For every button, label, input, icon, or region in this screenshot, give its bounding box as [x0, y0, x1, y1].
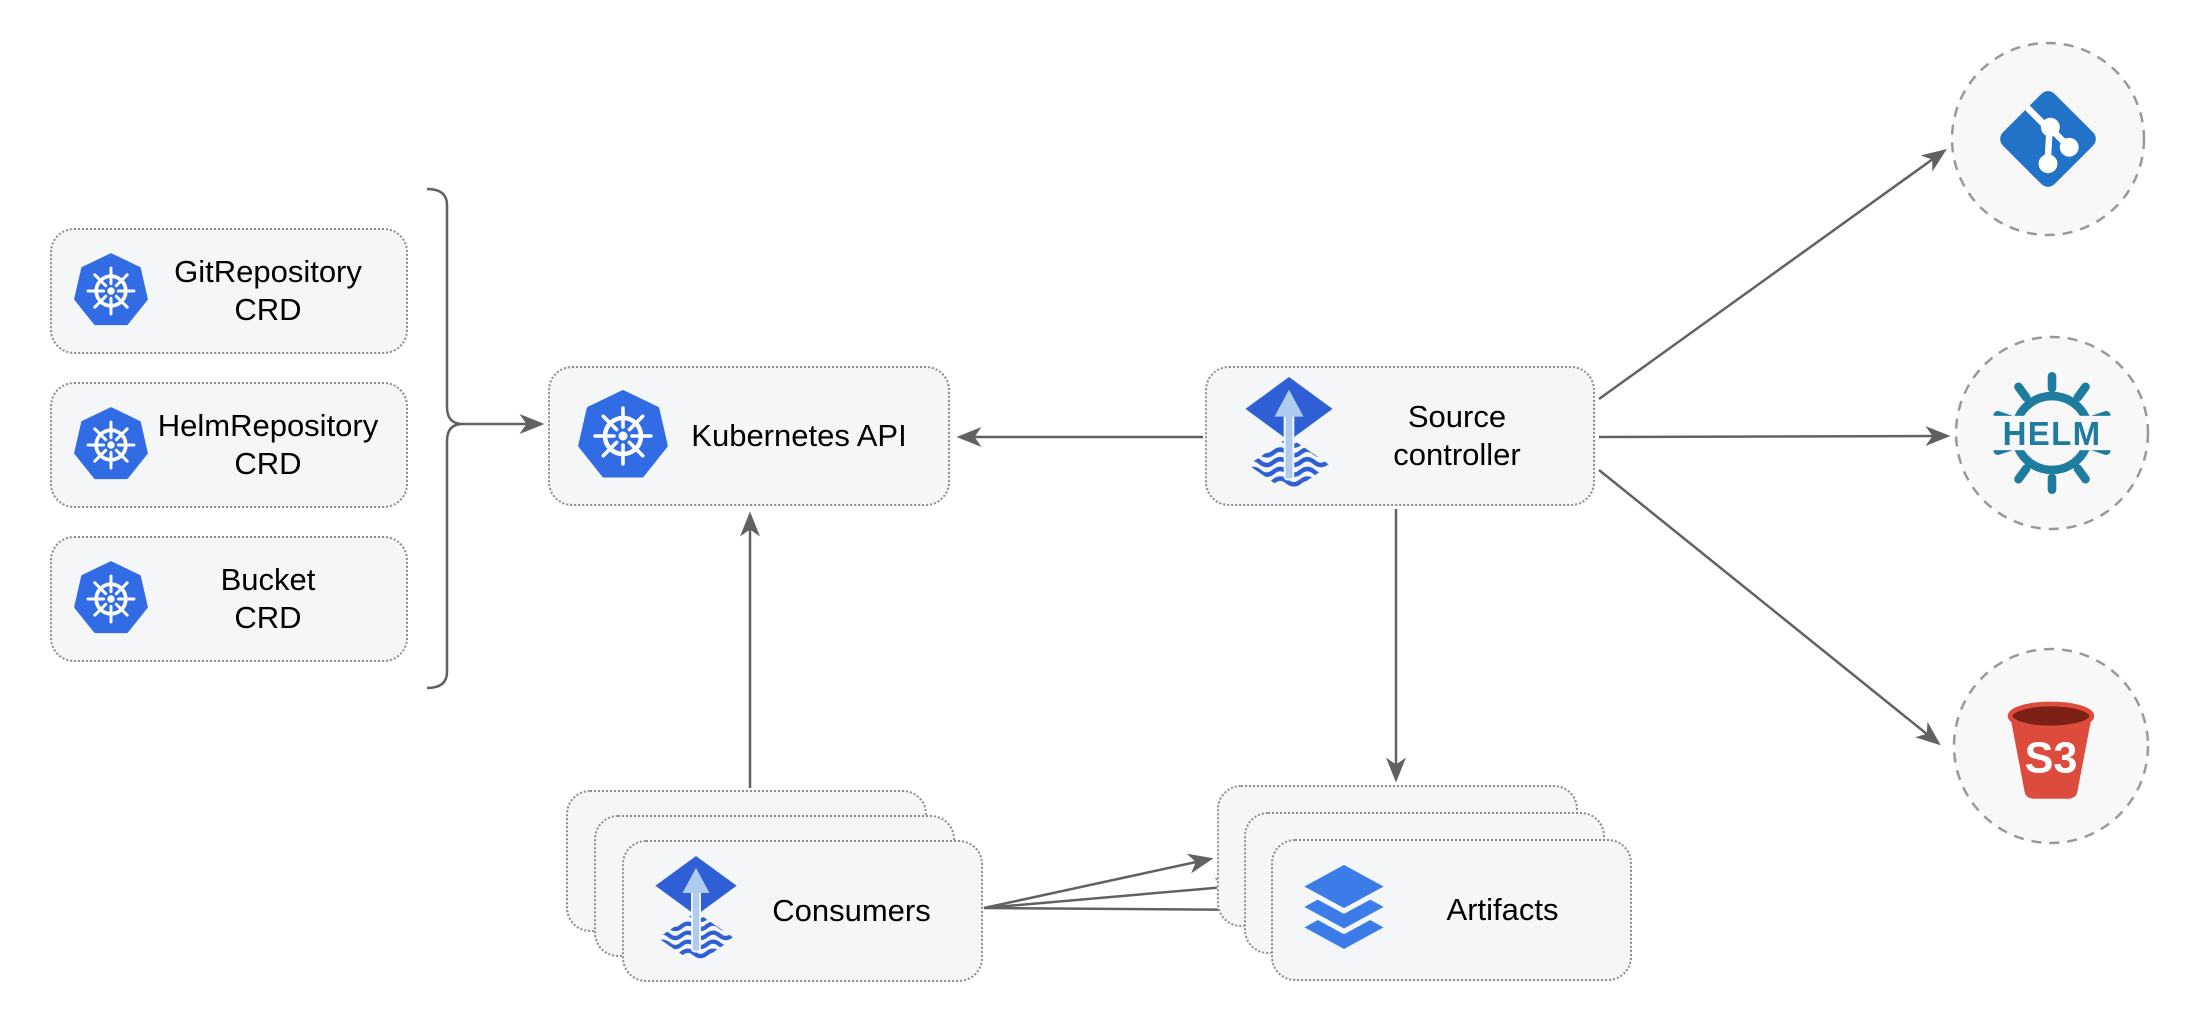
crd-group-bracket [426, 187, 462, 690]
node-consumers: Consumers [622, 840, 983, 982]
flux-icon [1239, 377, 1339, 495]
kubernetes-icon [578, 390, 668, 482]
connector-source-to-s3 [1598, 469, 1941, 746]
node-consumers-stack: Consumers [566, 790, 986, 985]
kubernetes-icon [74, 253, 148, 329]
helm-icon: HELM [1954, 335, 2150, 531]
connector-consumers-to-artifacts-1 [983, 853, 1214, 910]
node-git-repository [1950, 41, 2146, 237]
flux-icon [650, 856, 742, 966]
helm-label: HELM [2003, 415, 2102, 452]
node-helm-repository: HELM [1954, 335, 2150, 531]
node-artifacts-stack: Artifacts [1217, 785, 1637, 985]
node-kubernetes-api: Kubernetes API [548, 366, 950, 506]
connector-source-to-git [1598, 148, 1947, 401]
node-label: Artifacts [1446, 892, 1559, 927]
node-artifacts: Artifacts [1271, 839, 1632, 981]
s3-label: S3 [2025, 734, 2078, 782]
kubernetes-icon [74, 407, 148, 483]
layers-icon [1293, 860, 1395, 960]
node-label: Consumers [772, 893, 931, 928]
connector-source-to-helm [1598, 426, 1951, 447]
kubernetes-icon [74, 561, 148, 637]
s3-icon: S3 [1952, 647, 2150, 845]
git-icon [1950, 41, 2146, 237]
node-label: Kubernetes API [691, 418, 907, 453]
connector-consumers-to-artifacts-2 [983, 877, 1241, 910]
node-s3-bucket: S3 [1952, 647, 2150, 845]
